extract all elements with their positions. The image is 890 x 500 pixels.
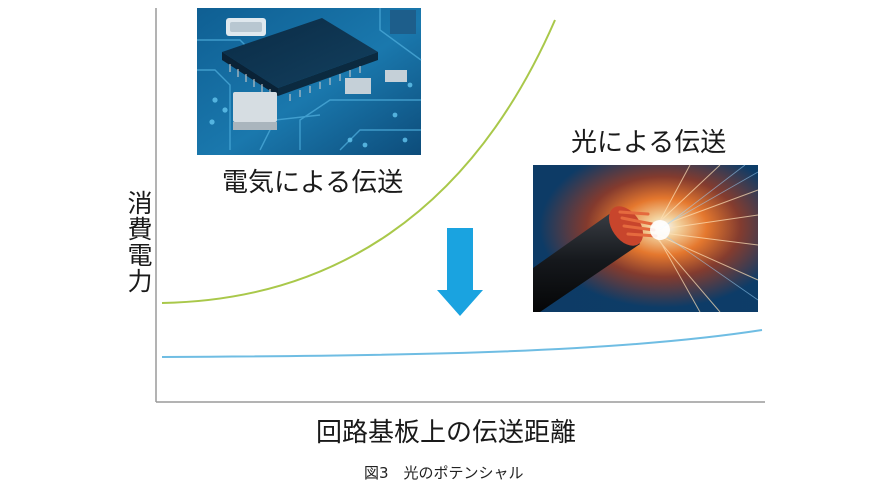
- optical-transmission-label: 光による伝送: [571, 128, 727, 158]
- optical-power-curve: [161, 329, 763, 358]
- reduction-arrow-icon: [437, 228, 483, 316]
- circuit-board-photo: [197, 8, 422, 155]
- electric-power-curve: [161, 19, 556, 304]
- figure-caption: 図3 光のポテンシャル: [364, 464, 524, 482]
- x-axis-label: 回路基板上の伝送距離: [316, 418, 577, 448]
- optical-fiber-cable-photo: [533, 164, 759, 313]
- axes: [155, 8, 765, 403]
- y-axis-label: 消費電力: [124, 190, 153, 294]
- electric-transmission-label: 電気による伝送: [222, 168, 404, 198]
